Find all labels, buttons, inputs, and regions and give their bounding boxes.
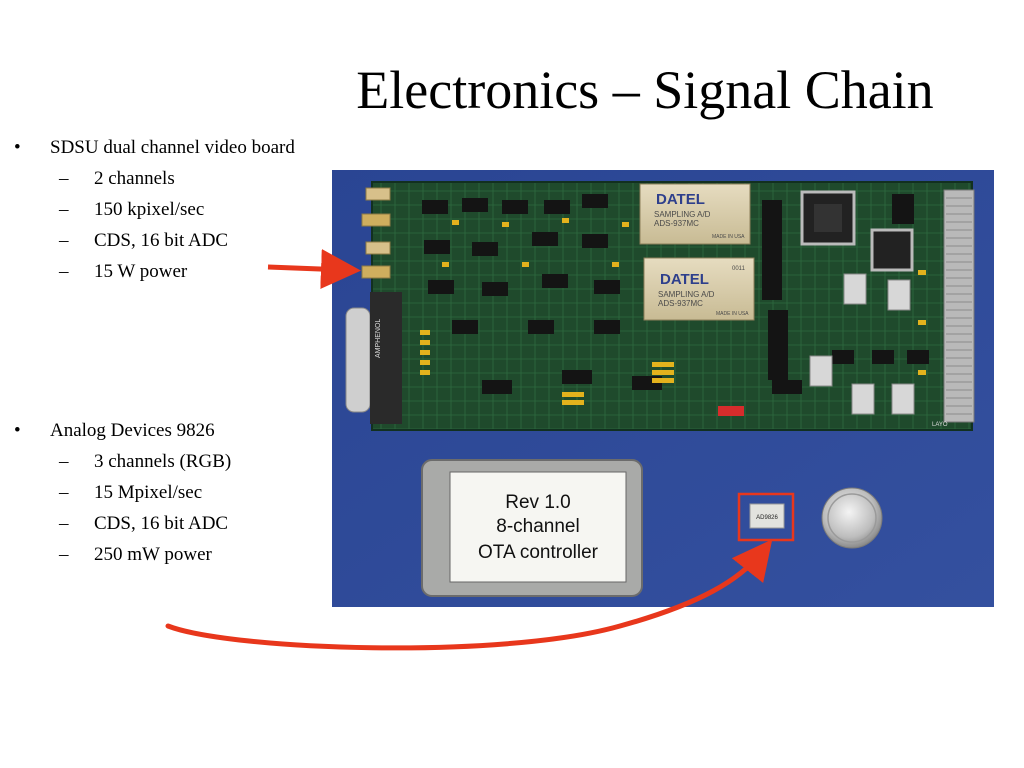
slide-title: Electronics – Signal Chain <box>356 60 934 120</box>
datel-model-text: ADS-937MC <box>654 219 699 228</box>
capacitors <box>420 218 926 405</box>
datel-origin-text: MADE IN USA <box>716 311 749 317</box>
card-label-line2: 8-channel <box>496 516 579 537</box>
datel-module-2: 0011 DATEL SAMPLING A/D ADS-937MC MADE I… <box>643 257 755 321</box>
datel-origin-text: MADE IN USA <box>712 234 745 240</box>
sub-bullet-text: 250 mW power <box>94 544 212 565</box>
chip-label: AD9826 <box>756 515 778 521</box>
bullet-text: Analog Devices 9826 <box>50 420 215 441</box>
datel-code-text: 0011 <box>732 266 746 272</box>
sub-bullet: – 15 Mpixel/sec <box>14 481 314 504</box>
datel-model-text: ADS-937MC <box>658 299 703 308</box>
card-label-line3: OTA controller <box>478 542 599 563</box>
dash-marker: – <box>59 261 69 282</box>
sub-bullet: – CDS, 16 bit ADC <box>14 229 314 252</box>
bullet-marker: • <box>14 420 21 441</box>
sub-bullet: – CDS, 16 bit ADC <box>14 512 314 535</box>
sub-bullet-text: 2 channels <box>94 168 175 189</box>
quarter-coin <box>821 487 883 549</box>
connector-arrow <box>267 249 361 290</box>
curved-arrow <box>165 539 773 651</box>
ad9826-chip: AD9826 <box>749 503 785 529</box>
sub-bullet: – 150 kpixel/sec <box>14 198 314 221</box>
bullet-group-sdsu: • SDSU dual channel video board – 2 chann… <box>14 136 314 283</box>
connector-label: AMPHENOL <box>375 319 382 358</box>
dash-marker: – <box>59 544 69 565</box>
dash-marker: – <box>59 482 69 503</box>
sub-bullet: – 2 channels <box>14 167 314 190</box>
sub-bullet-text: 150 kpixel/sec <box>94 199 205 220</box>
datel-brand-text: DATEL <box>656 191 705 208</box>
voltage-regulators <box>809 273 915 415</box>
datel-desc-text: SAMPLING A/D <box>654 210 711 219</box>
datel-module-1: DATEL SAMPLING A/D ADS-937MC MADE IN USA <box>639 183 751 245</box>
dash-marker: – <box>59 513 69 534</box>
pcb-board: AMPHENOL DATEL SAMPLING A/D ADS-937MC MA… <box>345 181 975 431</box>
sub-bullet-text: CDS, 16 bit ADC <box>94 513 229 534</box>
dash-marker: – <box>59 168 69 189</box>
dash-marker: – <box>59 451 69 472</box>
bullet-item: • Analog Devices 9826 <box>14 419 314 442</box>
sub-bullet-text: 15 Mpixel/sec <box>94 482 203 503</box>
sub-bullet-text: 15 W power <box>94 261 188 282</box>
card-label-line1: Rev 1.0 <box>505 492 570 513</box>
datel-brand-text: DATEL <box>660 271 709 288</box>
dip-switch <box>718 406 744 416</box>
sub-bullet-text: CDS, 16 bit ADC <box>94 230 229 251</box>
datel-desc-text: SAMPLING A/D <box>658 290 715 299</box>
ic-chips <box>422 194 929 394</box>
sub-bullet: – 15 W power <box>14 260 314 283</box>
board-ref-label: LAYO <box>932 422 948 428</box>
sub-bullet-text: 3 channels (RGB) <box>94 451 232 472</box>
coax-connectors <box>361 187 391 279</box>
sub-bullet: – 3 channels (RGB) <box>14 450 314 473</box>
bullet-item: • SDSU dual channel video board <box>14 136 314 159</box>
bullet-text: SDSU dual channel video board <box>50 137 295 158</box>
chip-highlight-box <box>737 492 795 542</box>
dash-marker: – <box>59 199 69 220</box>
sub-bullet: – 250 mW power <box>14 543 314 566</box>
dash-marker: – <box>59 230 69 251</box>
pcmcia-card: Rev 1.0 8-channel OTA controller <box>421 459 643 597</box>
bullet-marker: • <box>14 137 21 158</box>
electronics-photo: AMPHENOL DATEL SAMPLING A/D ADS-937MC MA… <box>332 170 994 607</box>
bullet-group-ad9826: • Analog Devices 9826 –3 channels (RGB) … <box>14 419 314 566</box>
